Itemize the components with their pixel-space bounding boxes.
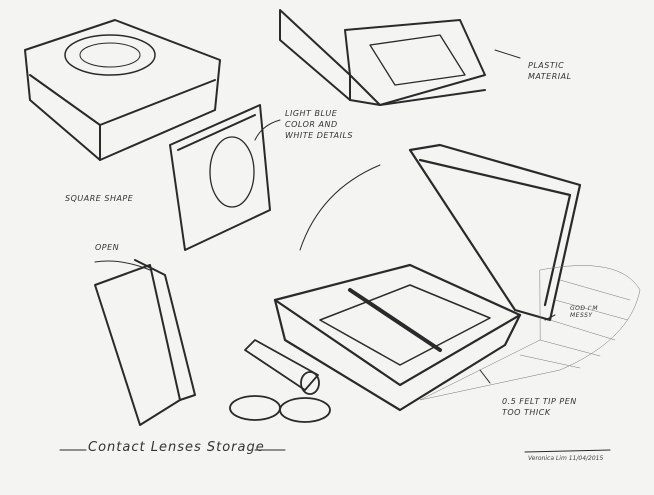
annotation-arrows: [59, 49, 611, 453]
open-case-top-sketch: [279, 9, 486, 106]
closed-case-sketch: [24, 19, 221, 161]
side-case-sketch: [169, 104, 271, 251]
annotation-square-shape: Square shape: [65, 194, 134, 203]
signature: Veronica Lim 11/04/2015: [528, 455, 603, 462]
folded-case-sketch: [94, 259, 196, 426]
annotation-plastic-material: Plastic material: [528, 61, 572, 81]
open-case-large-sketch: [273, 143, 582, 412]
annotation-light-blue: Light blue color and white details: [285, 109, 354, 140]
annotation-felt-tip: 0.5 felt tip pen too thick: [502, 397, 577, 417]
annotation-open: Open: [95, 243, 120, 252]
annotation-god-im-messy: God I'm messy: [570, 305, 598, 319]
drawing-title: Contact Lenses Storage: [88, 440, 265, 455]
shadow-hatching: [419, 265, 641, 401]
lens-and-tube-sketch: [229, 339, 331, 423]
signature-name: Veronica Lim: [528, 455, 567, 462]
signature-date: 11/04/2015: [568, 455, 604, 462]
